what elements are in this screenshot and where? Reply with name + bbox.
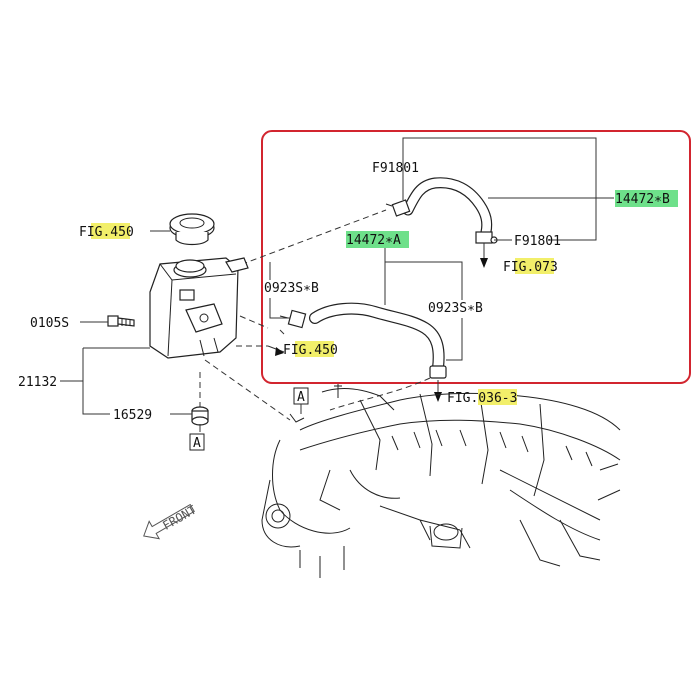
leader-line [384,248,463,300]
clamp-icon [475,231,498,244]
marker-box [189,433,205,451]
front-arrow-icon [143,503,195,540]
clamp-icon [385,199,411,217]
leader-line [82,348,110,415]
arrow-line [279,329,285,335]
arrow-icon [480,258,488,268]
leader-line [446,318,463,361]
label-highlight [515,258,554,274]
part-f91801-right-label: F91801 [514,234,561,249]
cap-icon [169,213,215,246]
part-14472b-label: 14472∗B [615,192,670,207]
fig-036-label[interactable]: FIG.036-3 [447,391,517,406]
bolt-icon [107,315,135,327]
grommet-icon [191,406,209,426]
intake-manifold-icon [261,384,621,578]
part-0923s-left-label: 0923S∗B [264,281,319,296]
label-highlight [615,190,678,207]
part-0923s-right-label: 0923S∗B [428,301,483,316]
label-highlight [478,389,517,405]
dashed-connector [204,359,291,421]
part-14472a-label: 14472∗A [346,233,401,248]
fig-450-top-label[interactable]: FIG.450 [79,225,134,240]
leader-line [402,137,597,241]
fig-450-mid-label[interactable]: FIG.450 [283,343,338,358]
fig-073-label[interactable]: FIG.073 [503,260,558,275]
dashed-connector [231,209,387,269]
label-highlight [346,231,409,248]
part-0105s-label: 0105S [30,316,69,331]
clip-icon [429,365,447,379]
marker-a-label: A [193,436,201,451]
arrow-icon [434,392,442,402]
marker-a-label: A [297,390,305,405]
reservoir-tank-icon [149,257,249,359]
label-highlight [91,223,130,239]
front-label: FRONT [160,503,198,533]
label-highlight [295,341,334,357]
dashed-connector [239,315,269,329]
part-21132-label: 21132 [18,375,57,390]
hose-b-fill [403,178,492,237]
hose-a-outline [309,302,445,374]
clip-icon [279,309,307,329]
leader-line [269,298,290,319]
part-16529-label: 16529 [113,408,152,423]
arrow-icon [275,347,284,356]
part-f91801-top-label: F91801 [372,161,419,176]
hose-a-fill [310,303,444,373]
